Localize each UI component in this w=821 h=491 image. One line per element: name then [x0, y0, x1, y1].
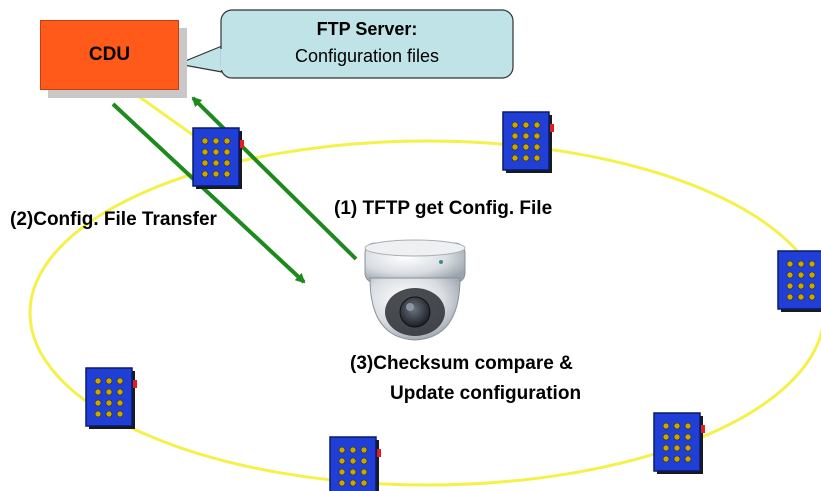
arrow-tftp-get: [191, 96, 358, 261]
step3-label-line2: Update configuration: [390, 383, 582, 404]
arrow-config-transfer: [111, 102, 306, 284]
network-device-icon: [777, 250, 821, 312]
ftp-callout-box: [220, 9, 514, 79]
ring-network: [28, 139, 821, 487]
network-device-icon: [502, 111, 554, 173]
ftp-server-subtitle: Configuration files: [294, 46, 440, 66]
cdu-label: CDU: [88, 44, 131, 65]
step2-label: (2)Config. File Transfer: [10, 209, 217, 230]
cdu-box: CDU: [40, 20, 179, 90]
callout-tail: [175, 45, 223, 73]
network-device-icon: [192, 127, 244, 189]
ftp-server-title: FTP Server:: [316, 19, 418, 39]
dome-camera-icon: [364, 239, 466, 341]
step3-label-line1: (3)Checksum compare &: [350, 353, 573, 374]
ftp-server-callout-text: FTP Server: Configuration files: [222, 16, 512, 70]
step1-label: (1) TFTP get Config. File: [334, 198, 553, 219]
network-device-icon: [653, 412, 705, 474]
network-device-icon: [329, 436, 381, 491]
cdu-link-line: [126, 86, 201, 142]
network-device-icon: [85, 367, 137, 429]
